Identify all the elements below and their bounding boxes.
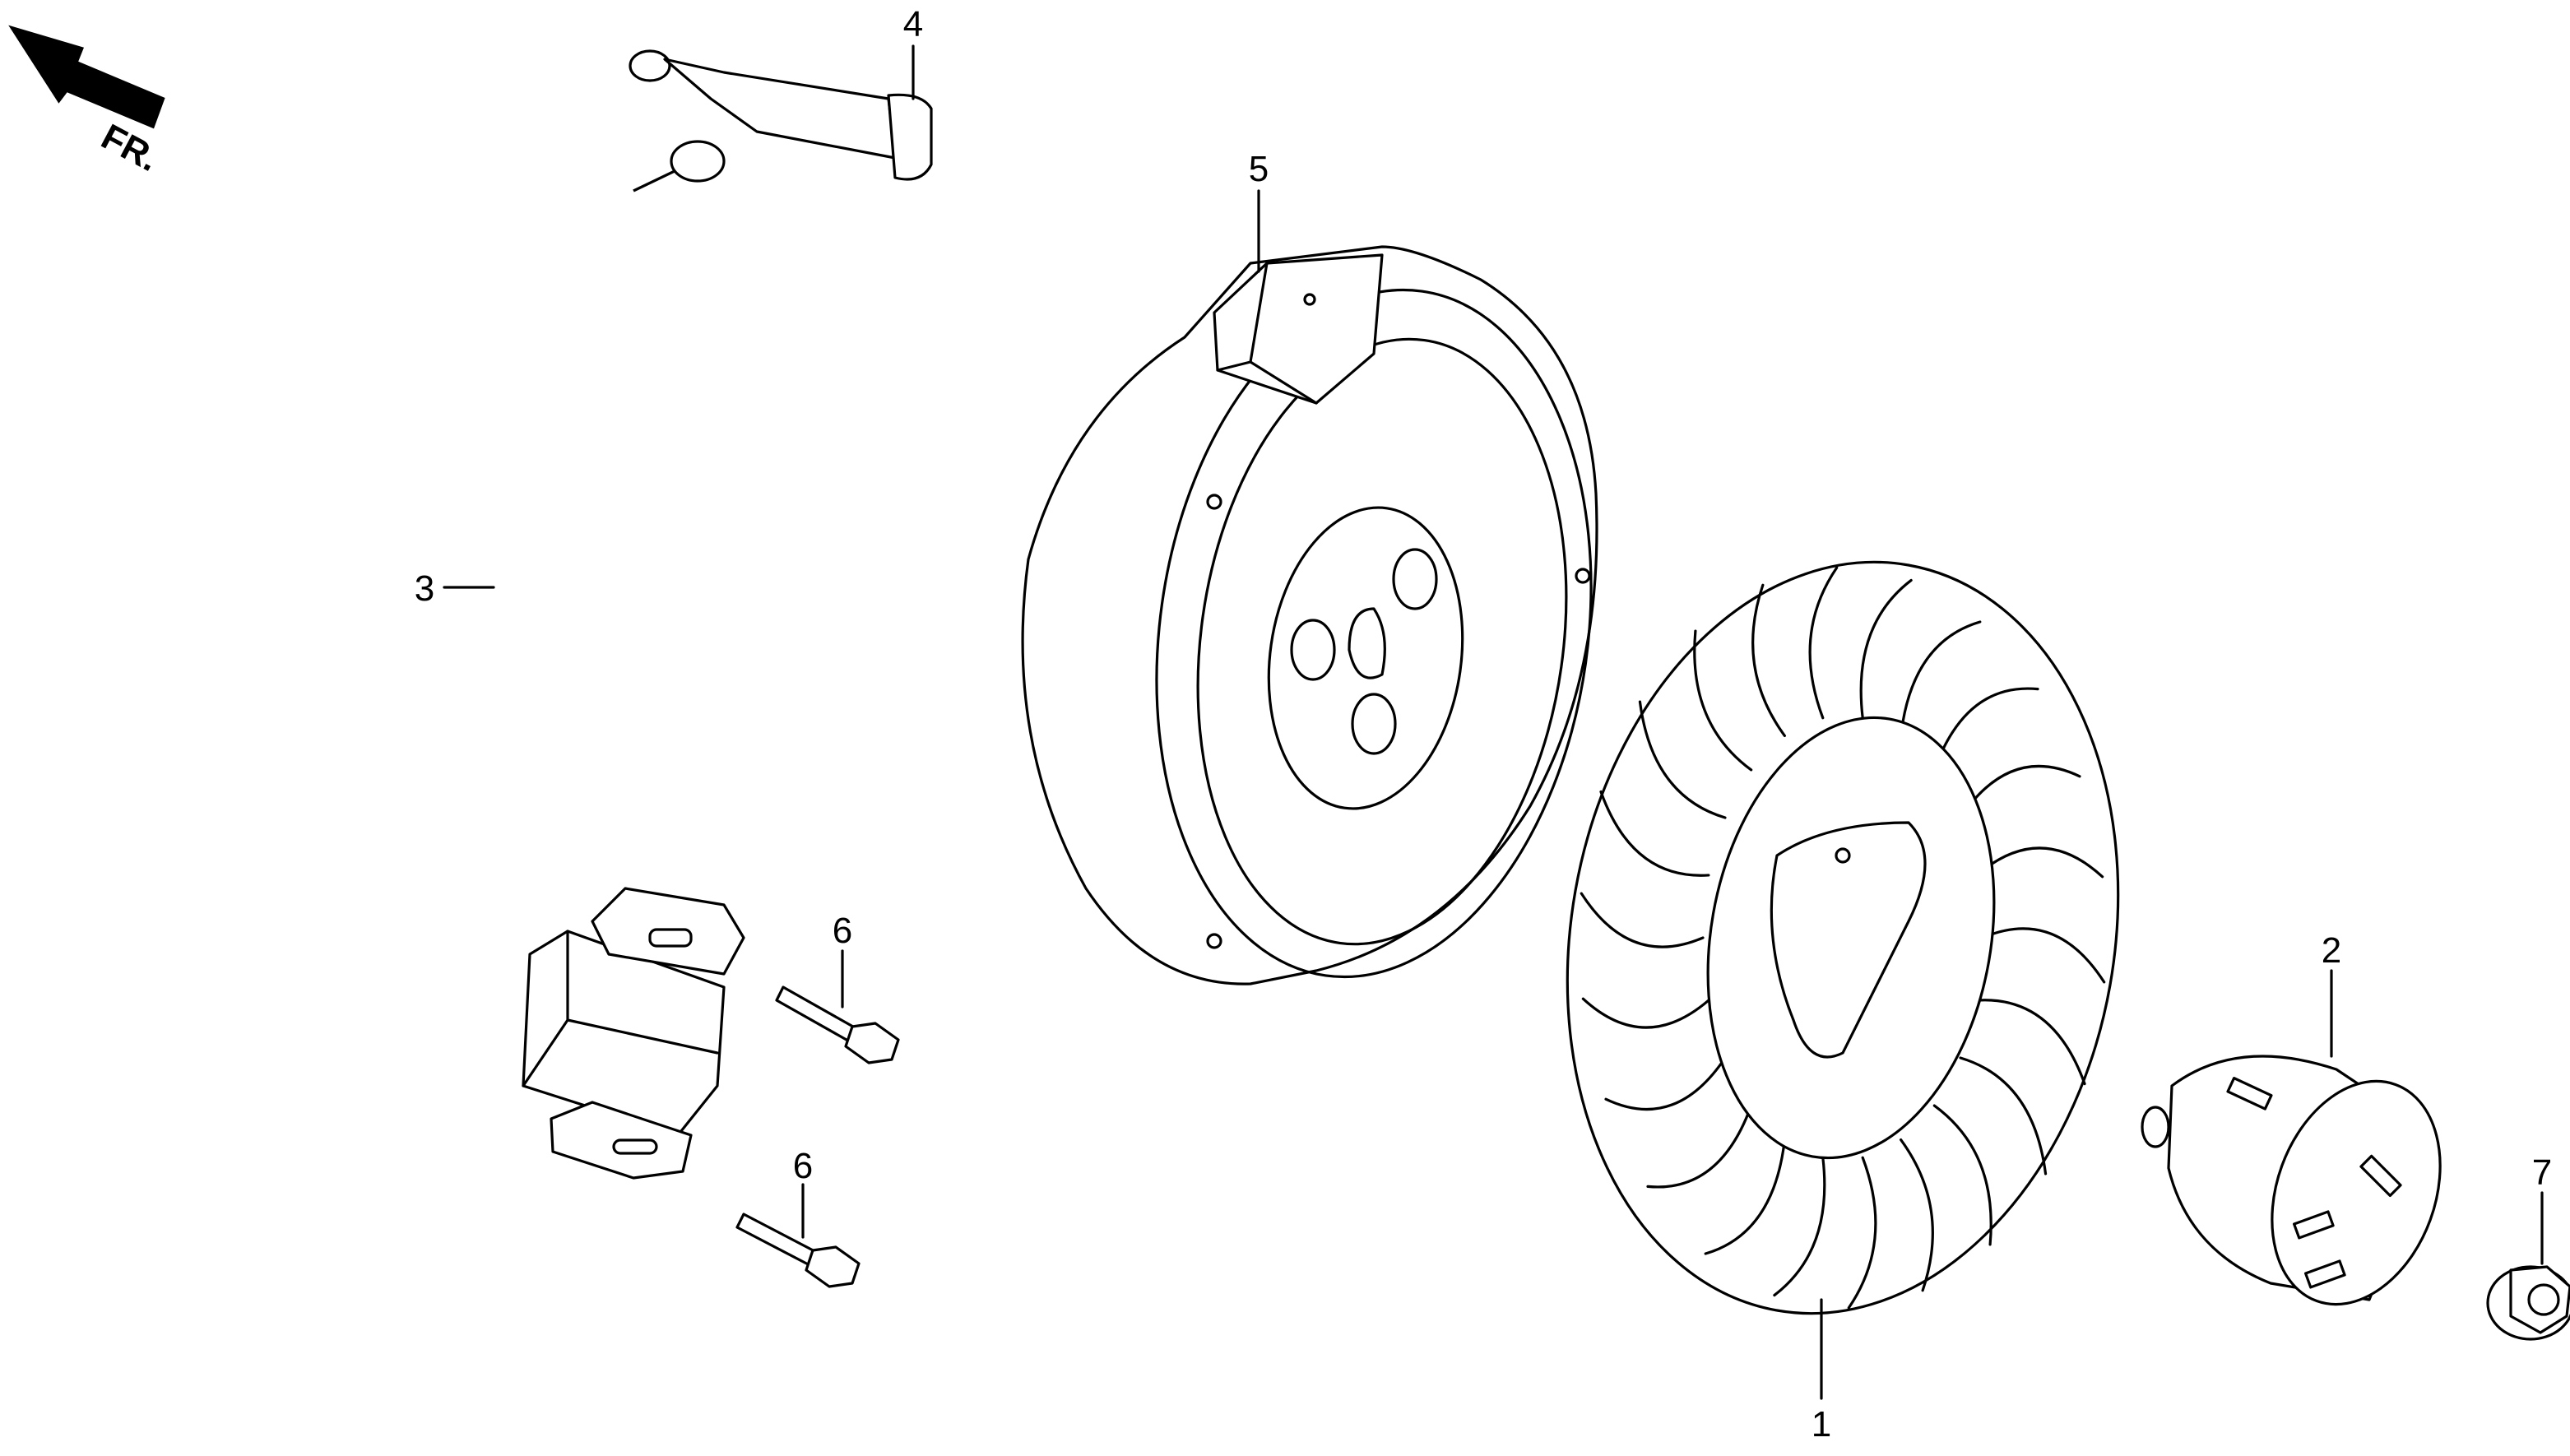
fan-fin xyxy=(1808,566,1839,720)
fan-fin xyxy=(1859,578,1913,720)
callout-7: 7 xyxy=(2532,1152,2552,1193)
leader-lines xyxy=(443,44,2544,1400)
callout-3: 3 xyxy=(415,568,434,609)
callout-2: 2 xyxy=(2322,930,2341,971)
fan-fin xyxy=(1773,1156,1826,1297)
fan-fin xyxy=(1638,700,1727,819)
fan-fin xyxy=(1981,927,2106,984)
fan-fin xyxy=(1959,1056,2048,1175)
bolt-lower xyxy=(735,1213,861,1288)
fan-fin xyxy=(1581,997,1710,1029)
fan-fin xyxy=(1693,629,1753,772)
fan-fin xyxy=(1751,583,1786,737)
bolt-upper xyxy=(775,985,900,1064)
fan-fin xyxy=(1604,1056,1727,1111)
ignition-coil xyxy=(428,188,745,1180)
callout-6-lower: 6 xyxy=(793,1146,813,1186)
fan-fin xyxy=(1900,1138,1934,1292)
fan-fin xyxy=(1932,1104,1992,1246)
starter-cup xyxy=(2141,1055,2442,1306)
fan-fin xyxy=(1847,1156,1877,1310)
fan-fin xyxy=(1704,1138,1786,1255)
fan-fin xyxy=(1975,999,2086,1086)
callout-6-upper: 6 xyxy=(833,911,852,951)
front-direction-arrow-icon: FR. xyxy=(8,25,165,179)
fan-fin xyxy=(1646,1104,1753,1189)
callout-4: 4 xyxy=(903,4,923,44)
fan-fin xyxy=(1900,620,1982,737)
flange-nut xyxy=(2486,1265,2570,1341)
flywheel xyxy=(1021,245,1598,985)
callout-5: 5 xyxy=(1249,149,1269,189)
fan-fin xyxy=(1580,892,1705,948)
spark-plug-cap xyxy=(629,49,933,192)
callout-1: 1 xyxy=(1812,1404,1831,1444)
cooling-fan xyxy=(1566,560,2120,1315)
fan-fin xyxy=(1599,790,1710,877)
